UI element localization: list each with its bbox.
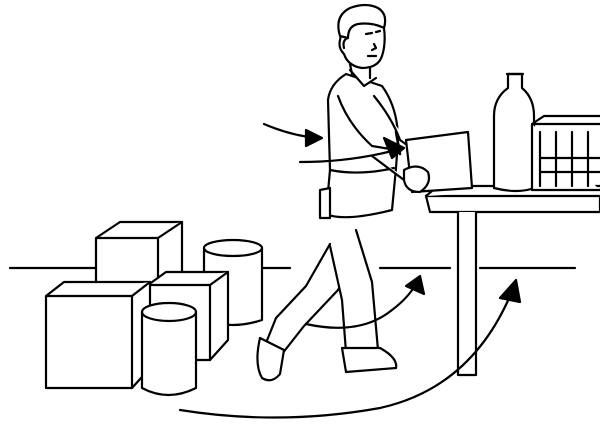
bottle	[494, 74, 534, 191]
crate	[532, 116, 600, 190]
stacked-boxes	[46, 222, 262, 395]
work-table	[426, 186, 600, 375]
